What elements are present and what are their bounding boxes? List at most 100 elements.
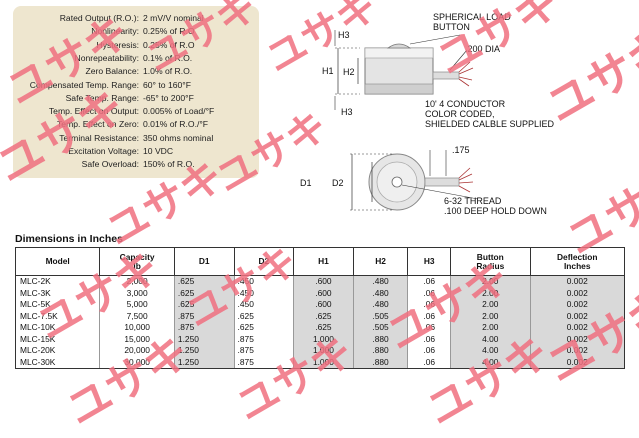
table-cell: MLC-10K (14, 322, 101, 334)
label-d2: D2 (332, 178, 344, 188)
table-cell: 4.00 (450, 356, 531, 369)
table-cell: .450 (234, 287, 295, 299)
table-cell: 0.002 (530, 275, 625, 288)
table-cell: 1.000 (293, 345, 354, 357)
table-cell: 2.00 (450, 287, 531, 299)
table-cell: .480 (353, 287, 409, 299)
table-cell: .450 (234, 275, 295, 288)
table-cell: 15,000 (99, 333, 175, 345)
spec-label: Temp. Effect on Output: (48, 106, 139, 117)
spec-value: 0.005% of Load/°F (143, 106, 215, 117)
table-cell: MLC-20K (14, 345, 101, 357)
table-cell: 0.002 (530, 356, 625, 369)
spec-value: 1.0% of R.O. (143, 66, 193, 77)
table-cell: 10,000 (99, 322, 175, 334)
table-cell: .625 (174, 275, 235, 288)
label-cable-1: 10' 4 CONDUCTOR (425, 99, 506, 109)
table-cell: .06 (407, 345, 452, 357)
spec-row: Safe Overload:150% of R.O. (13, 158, 259, 171)
spec-row: Nonlinearity: 0.25% of R.O (13, 25, 259, 38)
spec-value: 60° to 160°F (143, 79, 191, 90)
table-cell: .06 (407, 299, 452, 311)
spec-row: Safe Temp. Range:-65° to 200°F (13, 92, 259, 105)
table-cell: 0.002 (530, 345, 625, 357)
table-cell: 0.002 (530, 310, 625, 322)
table-cell: 0.002 (530, 287, 625, 299)
label-cable-3: SHIELDED CALBLE SUPPLIED (425, 119, 555, 129)
table-cell: MLC-7.5K (14, 310, 101, 322)
table-cell: .450 (234, 299, 295, 311)
table-cell: .880 (353, 356, 409, 369)
table-cell: .625 (234, 310, 295, 322)
spec-row: Excitation Voltage:10 VDC (13, 145, 259, 158)
table-cell: MLC-2K (14, 275, 101, 288)
table-cell: 4.00 (450, 345, 531, 357)
table-cell: 20,000 (99, 345, 175, 357)
table-cell: .06 (407, 310, 452, 322)
column-header: H3 (407, 247, 452, 276)
column-header: D1 (173, 247, 235, 276)
table-cell: .625 (293, 310, 354, 322)
spec-value: 0.01% of R.O./°F (143, 119, 209, 130)
table-cell: .625 (174, 287, 235, 299)
table-cell: 1.250 (174, 333, 235, 345)
table-cell: 2.00 (450, 310, 531, 322)
spec-row: Zero Balance:1.0% of R.O. (13, 65, 259, 78)
label-175: .175 (452, 145, 470, 155)
table-cell: MLC-15K (14, 333, 101, 345)
table-cell: 2.00 (450, 275, 531, 288)
table-cell: .06 (407, 275, 452, 288)
table-cell: .600 (293, 299, 354, 311)
spec-label: Nonlinearity: (91, 26, 139, 37)
table-cell: 1.250 (174, 345, 235, 357)
load-cell-drawing: H3 H1 H2 H3 SPHERICAL LOAD BUTTON .200 D… (300, 12, 555, 216)
spec-value: -65° to 200°F (143, 92, 194, 103)
table-cell: .625 (293, 322, 354, 334)
spec-row: Terminal Resistance:350 ohms nominal (13, 132, 259, 145)
table-cell: .875 (234, 345, 295, 357)
label-h1: H1 (322, 66, 334, 76)
table-cell: 2.00 (450, 322, 531, 334)
label-dia: .200 DIA (465, 44, 500, 54)
spec-value: 0.25% of R.O (143, 26, 195, 37)
table-cell: .875 (174, 322, 235, 334)
spec-label: Hysteresis: (96, 39, 140, 50)
table-cell: .875 (234, 333, 295, 345)
label-cable-2: COLOR CODED, (425, 109, 495, 119)
table-cell: .505 (353, 310, 409, 322)
spec-value: 2 mV/V nominal (143, 13, 204, 23)
table-cell: 7,500 (99, 310, 175, 322)
column-header: H2 (352, 247, 409, 276)
spec-value: 10 VDC (143, 146, 174, 156)
label-h2: H2 (343, 67, 355, 77)
table-cell: .600 (293, 275, 354, 288)
table-cell: .06 (407, 356, 452, 369)
table-cell: 1.000 (293, 333, 354, 345)
table-cell: .06 (407, 287, 452, 299)
table-cell: MLC-5K (14, 299, 101, 311)
table-cell: MLC-30K (14, 356, 101, 369)
table-cell: 1.250 (174, 356, 235, 369)
table-cell: .06 (407, 322, 452, 334)
spec-row: Nonrepeatability:0.1% of R.O. (13, 52, 259, 65)
table-cell: 2.00 (450, 299, 531, 311)
spec-label: Safe Overload: (81, 159, 139, 170)
column-header: Model (14, 247, 101, 276)
top-view (350, 150, 479, 211)
label-thread-2: .100 DEEP HOLD DOWN (444, 206, 547, 216)
spec-label: Compensated Temp. Range: (29, 79, 139, 90)
table-cell: 1.000 (293, 356, 354, 369)
spec-label: Nonrepeatability: (74, 52, 140, 63)
spec-row: Compensated Temp. Range: 60° to 160°F (13, 79, 259, 92)
spec-value: 0.25% of R.O (143, 39, 195, 50)
label-thread-1: 6-32 THREAD (444, 196, 502, 206)
